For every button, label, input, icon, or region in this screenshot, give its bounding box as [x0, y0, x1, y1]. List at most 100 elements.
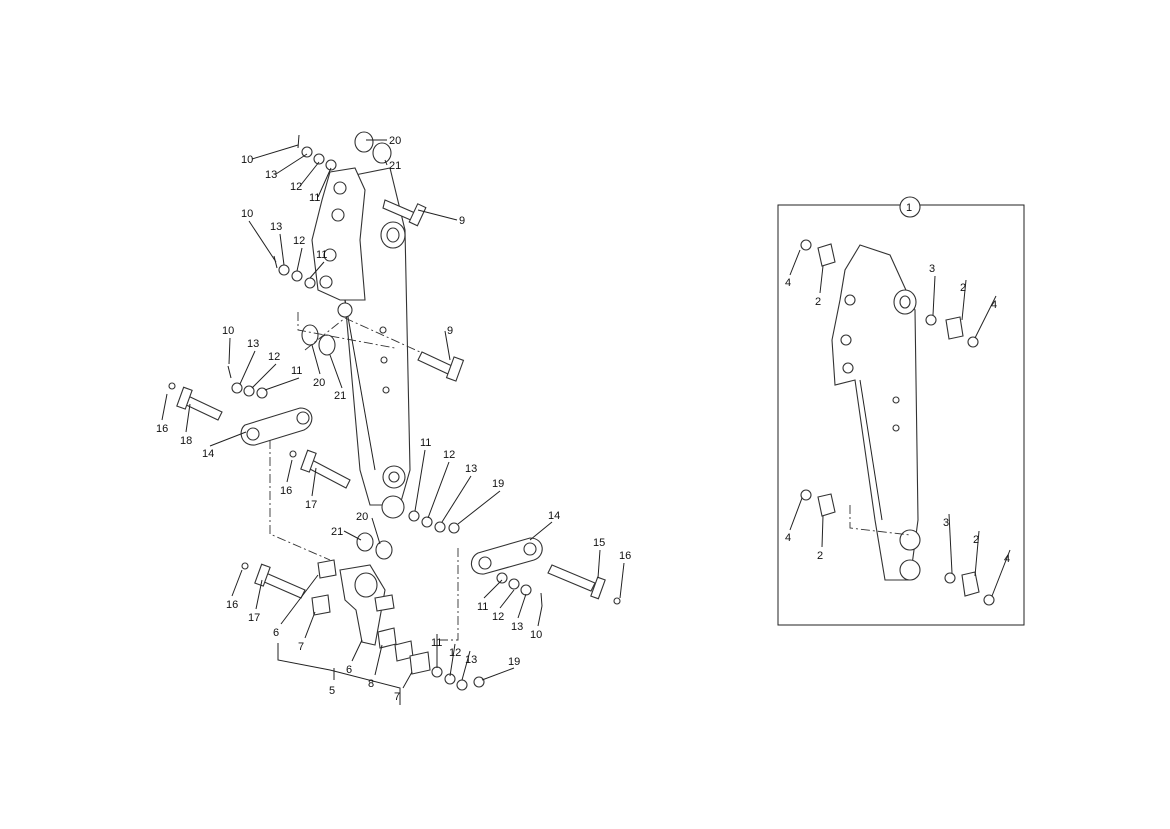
callout-label: 2 [960, 282, 966, 294]
leader-line [991, 549, 1011, 597]
washers-main [168, 131, 621, 691]
callout-label: 15 [593, 537, 605, 549]
leader-line [299, 161, 320, 187]
leader-line [402, 671, 413, 689]
leader-line [304, 611, 316, 639]
callout-label: 12 [290, 181, 302, 193]
callout-label: 21 [331, 526, 343, 538]
leader-line [483, 579, 503, 599]
leader-line [414, 449, 426, 512]
detail-arm [831, 244, 921, 581]
pin-17-upper [300, 449, 351, 489]
callout-label: 12 [443, 449, 455, 461]
leader-line [529, 521, 553, 541]
callout-leaders [161, 139, 1011, 689]
leader-line [209, 431, 247, 447]
callout-label: 13 [270, 221, 282, 233]
leader-line [948, 513, 953, 574]
callout-label: 12 [268, 351, 280, 363]
leader-line [161, 393, 168, 421]
callout-label: 11 [309, 192, 320, 204]
callout-label: 5 [329, 685, 335, 697]
callout-label: 12 [293, 235, 305, 247]
leader-line [441, 475, 472, 523]
callout-label: 7 [298, 641, 304, 653]
callout-label: 12 [449, 647, 461, 659]
callout-label: 14 [548, 510, 560, 522]
leader-line [499, 589, 515, 609]
pin-9-upper [382, 199, 427, 227]
callout-label: 16 [226, 599, 238, 611]
leader-line [351, 639, 363, 662]
link-14-right [470, 537, 543, 575]
leader-line [597, 549, 601, 579]
link-14-left [240, 407, 313, 446]
callout-label: 9 [459, 215, 465, 227]
leader-line [248, 220, 277, 263]
leader-line [286, 459, 293, 483]
callout-label: 11 [431, 637, 442, 649]
callout-label: 19 [492, 478, 504, 490]
callout-label: 10 [222, 325, 234, 337]
callout-label: 10 [241, 208, 253, 220]
callout-label: 2 [817, 550, 823, 562]
leader-line [932, 275, 936, 316]
callout-label: 20 [389, 135, 401, 147]
callout-label: 6 [346, 664, 352, 676]
leader-line [789, 249, 801, 276]
leader-line [444, 330, 451, 361]
detail-marker-label: 1 [906, 202, 912, 214]
leader-line [311, 344, 321, 375]
callout-label: 13 [511, 621, 523, 633]
callout-label: 3 [929, 263, 935, 275]
callout-label: 6 [273, 627, 279, 639]
leader-line [311, 467, 317, 497]
dipper-arm [311, 167, 411, 519]
callout-label: 10 [530, 629, 542, 641]
callout-label: 13 [465, 654, 477, 666]
leader-line [461, 650, 471, 681]
callout-label: 2 [973, 534, 979, 546]
callout-label: 18 [180, 435, 192, 447]
leader-line [819, 265, 824, 294]
callout-label: 3 [943, 517, 949, 529]
leader-line [255, 579, 263, 610]
leader-line [228, 337, 231, 365]
callouts-detail: 1 4 2 3 2 4 4 2 3 2 4 [785, 202, 1010, 565]
callout-label: 16 [280, 485, 292, 497]
callout-label: 9 [447, 325, 453, 337]
pin-17-lower [254, 563, 306, 599]
callout-label: 12 [492, 611, 504, 623]
callout-label: 4 [991, 299, 997, 311]
callout-label: 13 [247, 338, 259, 350]
callouts-main: 20 21 10 13 12 11 9 10 13 12 11 9 20 21 … [156, 135, 631, 703]
callout-label: 4 [785, 532, 791, 544]
leader-line [343, 530, 362, 541]
leader-line [974, 295, 997, 339]
leader-line [481, 667, 515, 681]
leader-line [789, 497, 803, 531]
leader-line [239, 350, 256, 385]
leader-line [371, 517, 381, 545]
leader-line [427, 461, 450, 519]
leader-line [185, 403, 191, 433]
leader-line [517, 593, 527, 619]
leader-line [231, 569, 243, 597]
leader-line [384, 159, 388, 166]
leader-line [537, 605, 543, 627]
leader-line [251, 144, 299, 160]
pin-9-lower [417, 351, 465, 382]
bucket-link-5 [311, 559, 431, 675]
leader-line [296, 247, 303, 272]
leader-line [280, 574, 319, 625]
leader-line [317, 167, 332, 198]
callout-label: 20 [313, 377, 325, 389]
callout-label: 11 [291, 365, 302, 377]
leader-line [417, 209, 458, 221]
callout-label: 11 [316, 249, 327, 261]
callout-label: 4 [1004, 553, 1010, 565]
detail-parts [800, 239, 995, 606]
pin-15 [547, 564, 606, 600]
pin-18 [176, 386, 223, 421]
